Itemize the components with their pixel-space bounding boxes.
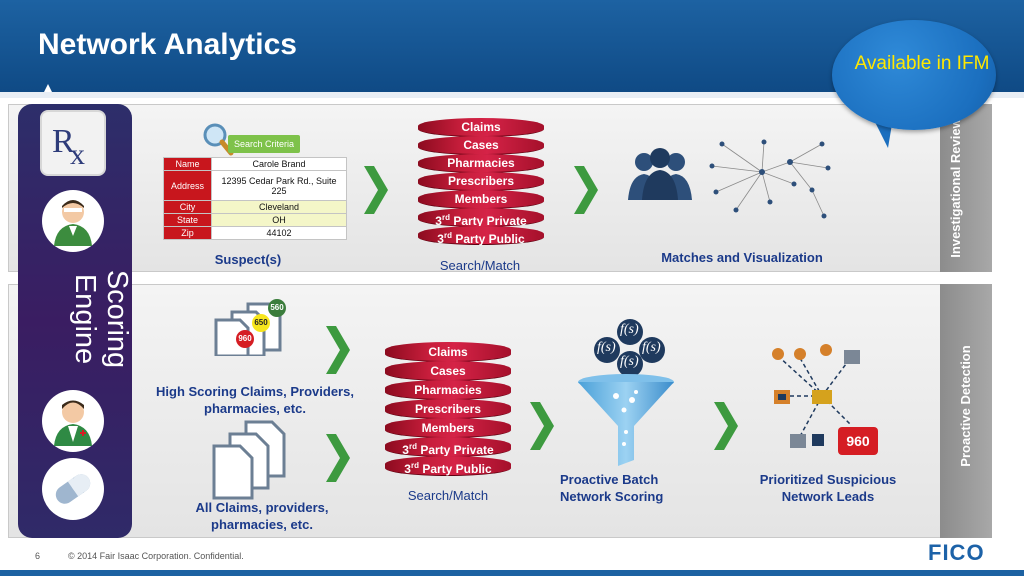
search-match-caption-1: Search/Match <box>439 258 521 273</box>
investigational-review-label: Investigational Review <box>948 118 963 258</box>
table-value: 44102 <box>211 226 347 240</box>
funnel-icon <box>576 374 676 471</box>
table-key: Zip <box>163 226 212 240</box>
copyright-text: © 2014 Fair Isaac Corporation. Confident… <box>68 551 244 561</box>
suspect-caption: Suspect(s) <box>214 252 282 267</box>
function-symbol: f(s) <box>597 340 616 355</box>
search-criteria-button[interactable]: Search Criteria <box>228 135 300 153</box>
search-match-caption-2: Search/Match <box>407 488 489 503</box>
rx-icon: R x <box>40 110 106 176</box>
db-segment-claims: Claims <box>385 342 511 362</box>
table-key: Name <box>163 157 212 171</box>
db-segment-3rd-party-public: 3rd Party Public <box>385 456 511 476</box>
proactive-detection-label: Proactive Detection <box>958 345 973 467</box>
network-graph-icon <box>702 132 862 235</box>
svg-text:R: R <box>52 123 75 160</box>
pill-icon <box>42 458 104 520</box>
db-segment-pharmacies: Pharmacies <box>385 380 511 400</box>
db-segment-claims: Claims <box>418 118 544 137</box>
people-group-icon <box>622 148 698 205</box>
table-key: Address <box>163 170 212 201</box>
fico-logo: FICO <box>928 540 985 565</box>
db-segment-3rd-party-private: 3rd Party Private <box>385 437 511 457</box>
all-claims-caption: All Claims, providers, pharmacies, etc. <box>195 500 329 532</box>
db-segment-prescribers: Prescribers <box>385 399 511 419</box>
doctor-icon <box>42 390 104 452</box>
table-key: City <box>163 200 212 214</box>
footer-bar <box>0 570 1024 576</box>
lead-score-badge: 960 <box>838 427 878 455</box>
investigational-review-sidebar <box>940 104 992 272</box>
db-segment-prescribers: Prescribers <box>418 172 544 191</box>
batch-scoring-caption: Proactive Batch Network Scoring <box>560 472 664 504</box>
table-value: OH <box>211 213 347 227</box>
function-symbol: f(s) <box>620 322 639 337</box>
header-marker <box>44 84 52 92</box>
matches-caption: Matches and Visualization <box>661 250 823 265</box>
table-value: Carole Brand <box>211 157 347 171</box>
db-segment-3rd-party-public: 3rd Party Public <box>418 226 544 246</box>
table-value: Cleveland <box>211 200 347 214</box>
db-segment-members: Members <box>418 190 544 209</box>
score-badge-960: 960 <box>236 330 254 348</box>
document-stack-icon <box>210 418 290 507</box>
table-value: 12395 Cedar Park Rd., Suite 225 <box>211 170 347 201</box>
page-title: Network Analytics <box>38 28 297 61</box>
database-cylinder-2: Claims Cases Pharmacies Prescribers Memb… <box>385 342 511 476</box>
db-segment-members: Members <box>385 418 511 438</box>
score-badge-650: 650 <box>252 314 270 332</box>
db-segment-pharmacies: Pharmacies <box>418 154 544 173</box>
svg-text:x: x <box>70 138 85 171</box>
db-segment-3rd-party-private: 3rd Party Private <box>418 208 544 228</box>
pharmacist-icon <box>42 190 104 252</box>
function-symbol: f(s) <box>620 354 639 369</box>
score-badge-560: 560 <box>268 299 286 317</box>
page-number: 6 <box>35 551 41 561</box>
leads-network-icon <box>764 340 874 457</box>
db-segment-cases: Cases <box>418 136 544 155</box>
table-key: State <box>163 213 212 227</box>
database-cylinder-1: Claims Cases Pharmacies Prescribers Memb… <box>418 118 544 246</box>
function-cluster-icon: f(s) f(s) f(s) f(s) <box>592 318 668 389</box>
high-scoring-caption: High Scoring Claims, Providers, pharmaci… <box>156 384 354 416</box>
function-symbol: f(s) <box>642 340 661 355</box>
db-segment-cases: Cases <box>385 361 511 381</box>
callout-text: Available in IFM <box>854 53 990 74</box>
proactive-detection-sidebar <box>940 284 992 538</box>
availability-callout <box>832 20 996 130</box>
header-divider <box>0 92 1024 98</box>
suspicious-leads-caption: Prioritized Suspicious Network Leads <box>759 472 897 504</box>
scoring-engine-label: Scoring Engine <box>69 269 133 369</box>
